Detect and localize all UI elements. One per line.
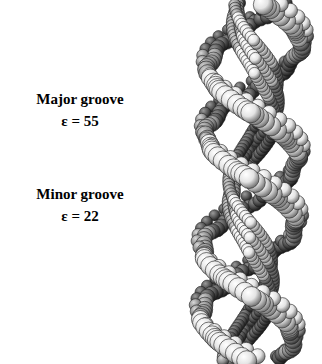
atom-sphere (237, 351, 257, 364)
atom-sphere (249, 52, 261, 64)
atom-sphere (241, 287, 261, 307)
atom-sphere (239, 169, 259, 189)
atom-sphere (245, 217, 257, 229)
epsilon-value: ε = 22 (61, 207, 98, 225)
atom-sphere (243, 247, 255, 259)
groove-label: Major groove (36, 90, 123, 108)
atom-sphere (253, 0, 273, 15)
epsilon-value: ε = 55 (61, 112, 98, 130)
atom-sphere (248, 67, 260, 79)
atom-sphere (241, 103, 261, 123)
atom-sphere (244, 232, 256, 244)
groove-label: Minor groove (36, 185, 123, 203)
atom-sphere (248, 34, 260, 46)
